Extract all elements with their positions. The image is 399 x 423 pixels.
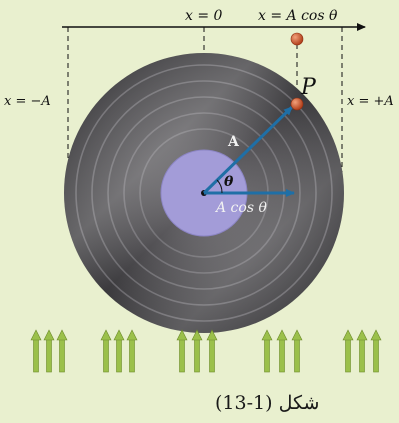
up-arrow-icon <box>113 329 125 373</box>
up-arrow-icon <box>261 329 273 373</box>
angle-arc <box>216 179 223 194</box>
up-arrow-icon <box>43 329 55 373</box>
up-arrow-icon <box>30 329 42 373</box>
up-arrow-icon <box>176 329 188 373</box>
ball-icon <box>290 97 304 111</box>
label-x-acos: x = A cos θ <box>258 8 338 24</box>
arrow-row <box>30 329 382 373</box>
up-arrow-icon <box>291 329 303 373</box>
up-arrow-icon <box>342 329 354 373</box>
label-point-p: P <box>300 75 317 100</box>
label-x-zero: x = 0 <box>185 8 223 24</box>
label-vector-a: A <box>227 134 240 150</box>
vector-a <box>202 105 294 195</box>
up-arrow-icon <box>126 329 138 373</box>
label-x-minus-a: x = −A <box>4 94 51 109</box>
figure-caption: شکل (1-13) <box>215 392 320 414</box>
up-arrow-icon <box>276 329 288 373</box>
up-arrow-icon <box>370 329 382 373</box>
up-arrow-icon <box>206 329 218 373</box>
up-arrow-icon <box>100 329 112 373</box>
label-angle: θ <box>224 174 234 190</box>
up-arrow-icon <box>56 329 68 373</box>
ball-icon <box>290 32 304 46</box>
label-x-plus-a: x = +A <box>347 94 394 109</box>
label-projection: A cos θ <box>214 200 267 216</box>
up-arrow-icon <box>191 329 203 373</box>
up-arrow-icon <box>356 329 368 373</box>
